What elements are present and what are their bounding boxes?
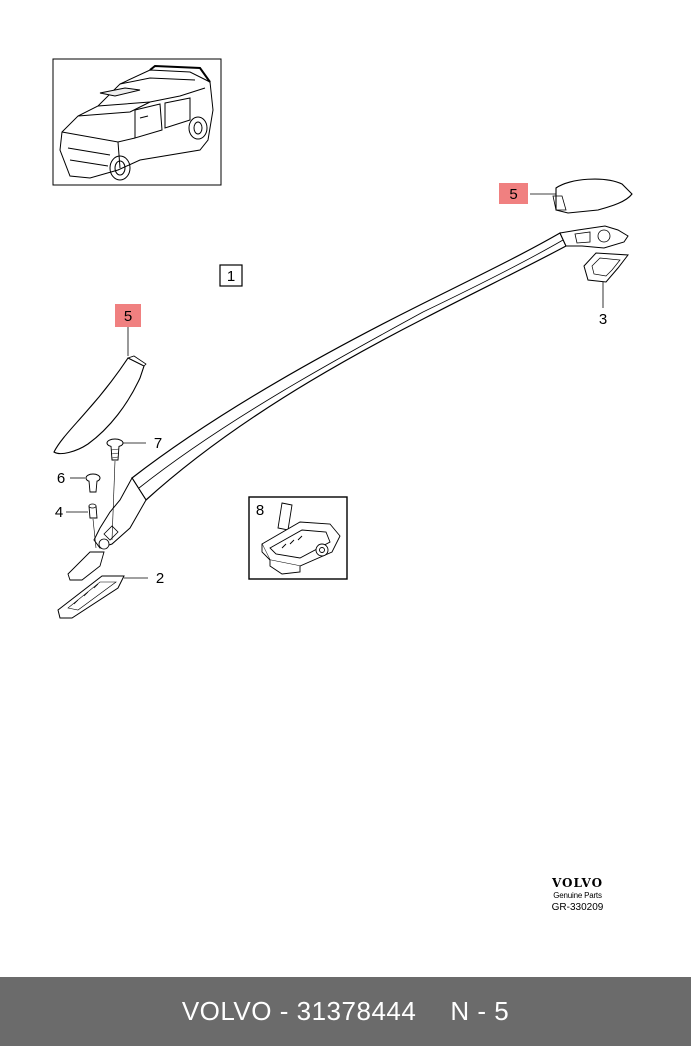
svg-text:4: 4 xyxy=(55,504,63,521)
part-5-rear-cover: 5 xyxy=(499,178,633,214)
part-7-screw: 7 xyxy=(106,435,162,541)
assembly-label: 1 xyxy=(219,264,243,287)
diagram-code: GR-330209 xyxy=(551,902,604,913)
svg-text:1: 1 xyxy=(227,268,235,285)
svg-text:8: 8 xyxy=(256,502,264,519)
svg-text:5: 5 xyxy=(124,308,132,325)
svg-text:6: 6 xyxy=(57,470,65,487)
parts-diagram: 1 3 5 5 xyxy=(52,58,633,619)
highlight-box xyxy=(499,183,528,204)
brand-subtitle: Genuine Parts xyxy=(553,891,602,900)
footer-separator: - xyxy=(279,996,289,1026)
svg-text:7: 7 xyxy=(154,435,162,452)
footer-part-number: 31378444 xyxy=(296,996,417,1026)
part-8-inset: 8 xyxy=(248,496,348,580)
brand-block: VOLVO Genuine Parts GR-330209 xyxy=(540,876,615,914)
part-2-front-gasket: 2 xyxy=(57,551,164,619)
part-5-front-cover: 5 xyxy=(53,304,147,455)
footer-bar: VOLVO - 31378444 N - 5 xyxy=(0,977,691,1046)
svg-text:2: 2 xyxy=(156,570,164,587)
part-6-clip: 6 xyxy=(57,470,101,493)
volvo-logo: VOLVO xyxy=(551,876,604,890)
part-3-rear-gasket: 3 xyxy=(583,252,629,328)
svg-text:3: 3 xyxy=(599,311,607,328)
svg-text:5: 5 xyxy=(509,186,517,203)
footer-position: N - 5 xyxy=(450,996,510,1026)
roof-rail xyxy=(93,225,629,550)
footer-brand: VOLVO xyxy=(181,996,272,1026)
car-thumbnail xyxy=(52,58,222,186)
part-4-nut: 4 xyxy=(55,503,98,549)
